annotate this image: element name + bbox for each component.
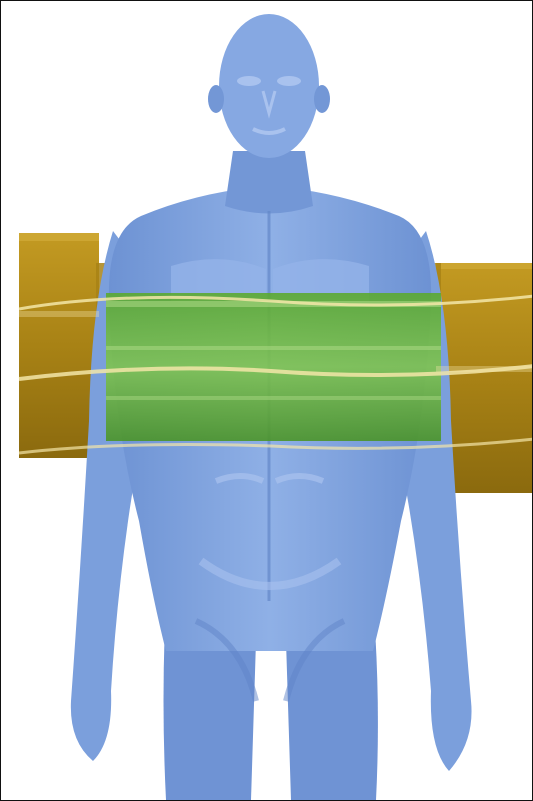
head [219, 14, 319, 158]
coil-left-block [19, 233, 99, 458]
